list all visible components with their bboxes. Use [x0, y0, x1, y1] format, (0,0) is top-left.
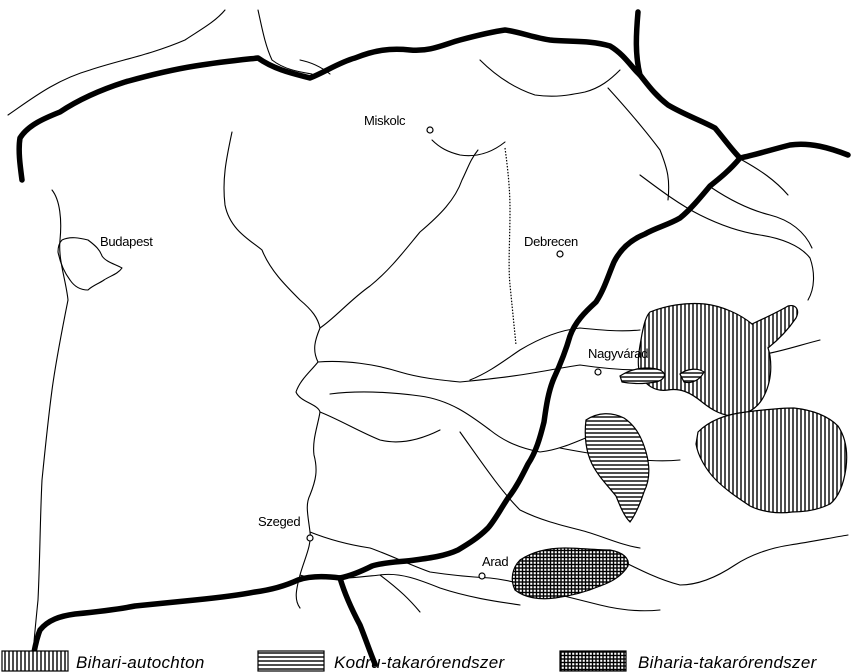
river-east-2	[711, 187, 813, 249]
river-tisza-middle	[319, 411, 441, 443]
river-koros-2	[469, 327, 641, 381]
city-debrecen: Debrecen	[524, 234, 578, 258]
legend-item-biharia-takarorendszer: Biharia-takarórendszer	[559, 650, 818, 672]
city-budapest: Budapest	[100, 234, 154, 249]
city-label-szeged: Szeged	[258, 514, 300, 529]
river-south-east-1	[619, 534, 849, 586]
legend-label: Biharia-takarórendszer	[638, 653, 818, 672]
city-marker	[478, 572, 486, 580]
river-upper-east-short	[741, 159, 789, 196]
legend-item-kodru-takarorendszer: Kodru-takarórendszer	[257, 650, 505, 672]
river-east-upper	[607, 87, 670, 201]
river-szamos	[639, 174, 815, 301]
city-marker	[556, 250, 564, 258]
budapest-outline	[57, 237, 123, 291]
city-miskolc: Miskolc	[364, 113, 434, 134]
river-upper-1	[257, 9, 313, 75]
city-label-debrecen: Debrecen	[524, 234, 578, 249]
river-danube	[33, 189, 69, 643]
river-north-west	[7, 9, 226, 116]
legend-label: Bihari-autochton	[76, 653, 205, 672]
city-label-miskolc: Miskolc	[364, 113, 406, 128]
border-south	[29, 573, 343, 667]
river-lower-mid	[379, 574, 421, 613]
geologic-units	[511, 302, 848, 600]
city-arad: Arad	[478, 554, 509, 580]
unit-bihari-autochton-north	[637, 302, 772, 417]
city-label-arad: Arad	[482, 554, 508, 569]
city-label-budapest: Budapest	[100, 234, 153, 249]
border-east	[337, 155, 743, 581]
city-marker	[306, 534, 314, 542]
unit-bihari-autochton-south	[695, 407, 848, 514]
unit-kodru-north-lens	[619, 367, 665, 385]
legend-label: Kodru-takarórendszer	[334, 653, 505, 672]
city-marker	[594, 368, 602, 376]
city-label-nagyvarad: Nagyvárad	[588, 346, 648, 361]
unit-kodru-east-lens	[679, 368, 705, 384]
city-nagyvarad: Nagyvárad	[588, 346, 649, 376]
river-koros-1	[317, 360, 521, 383]
river-south-east-2	[459, 431, 641, 549]
legend-swatch-vertical-hatch	[1, 650, 69, 672]
legend: Bihari-autochton Kodru-takarórendszer Bi…	[1, 650, 818, 672]
legend-item-bihari-autochton: Bihari-autochton	[1, 650, 205, 672]
river-tisza-north	[223, 131, 321, 329]
river-bodrog	[479, 59, 621, 97]
railway-line	[504, 147, 517, 346]
city-szeged: Szeged	[258, 514, 314, 542]
river-hernad	[431, 139, 506, 157]
river-fekete-koros	[329, 391, 601, 453]
unit-kodru-main	[584, 413, 650, 523]
river-tisza	[295, 327, 321, 609]
unit-bihari-autochton-arm	[751, 305, 799, 349]
city-marker	[426, 126, 434, 134]
border-south-spur	[337, 575, 378, 667]
border-north-spur	[633, 9, 643, 78]
border-north	[16, 27, 851, 183]
cities: Miskolc Budapest Debrecen Nagyvárad Szeg…	[100, 113, 649, 580]
unit-biharia-arad	[511, 547, 629, 600]
state-border	[16, 9, 851, 667]
legend-swatch-cross-hatch	[559, 650, 627, 672]
legend-swatch-horizontal-hatch	[257, 650, 325, 672]
river-sajo	[319, 149, 479, 329]
river-maros	[309, 531, 661, 612]
rivers	[7, 9, 849, 643]
